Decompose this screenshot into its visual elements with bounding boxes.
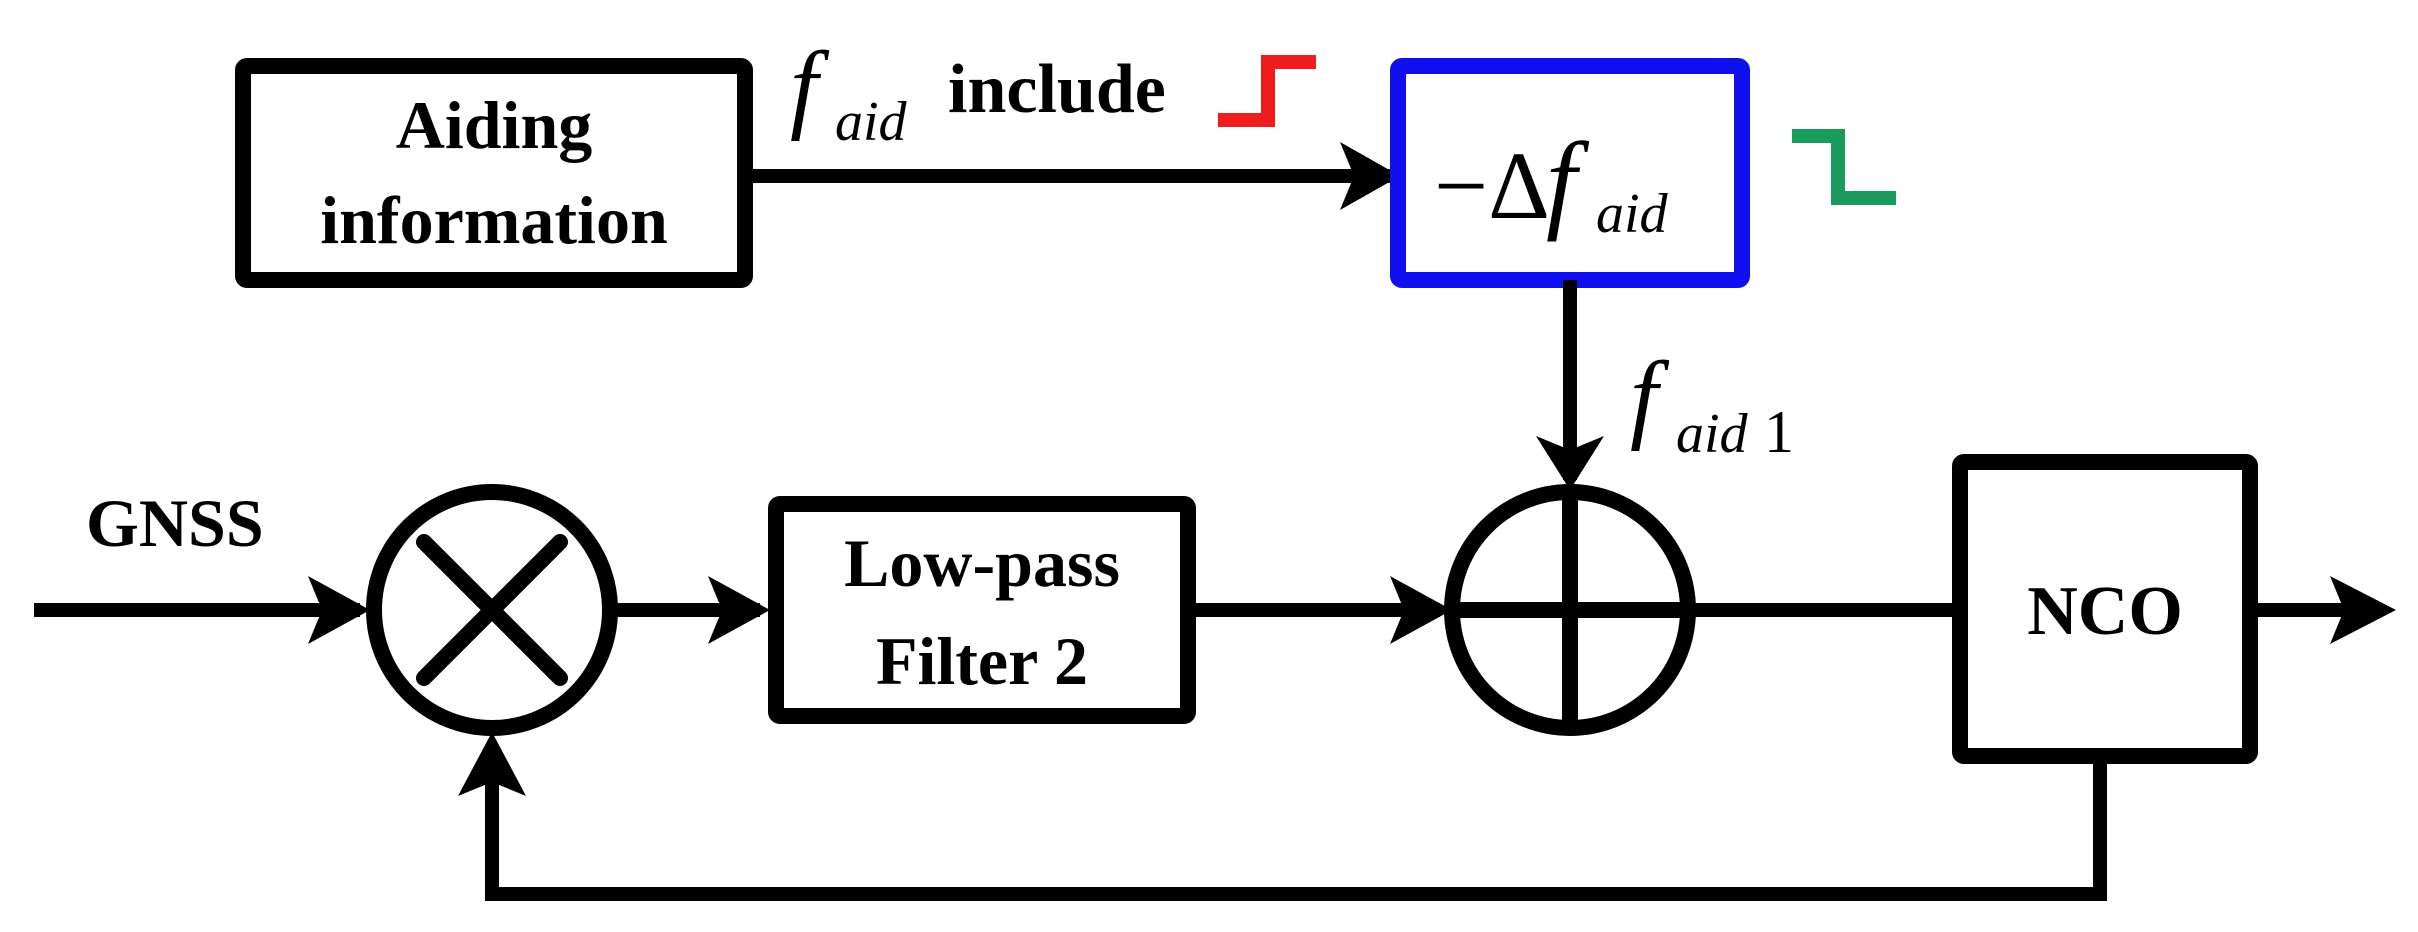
f-aid1-label: f xyxy=(1630,341,1670,452)
step-down-icon xyxy=(1792,129,1896,205)
feedback-loop-line xyxy=(485,756,2107,901)
multiplier-to-filter-arrowhead xyxy=(708,576,770,644)
nco-output-arrowhead xyxy=(2330,576,2396,644)
aiding-block-label-line2: information xyxy=(320,182,668,258)
feedback-loop-arrowhead xyxy=(458,732,526,796)
lowpass-label-line2: Filter 2 xyxy=(876,623,1088,699)
filter-to-adder-arrowhead xyxy=(1390,576,1452,644)
f-aid1-subscript: aid xyxy=(1676,403,1749,465)
gnss-input-arrowhead xyxy=(308,576,370,644)
lowpass-label-line1: Low-pass xyxy=(844,525,1120,601)
gnss-label: GNSS xyxy=(86,485,264,561)
correction-to-adder-arrowhead xyxy=(1536,436,1604,490)
multiplier-cross-b xyxy=(416,534,568,686)
nco-label: NCO xyxy=(2027,573,2183,650)
f-aid-subscript: aid xyxy=(835,91,908,153)
f-aid-label: f xyxy=(790,31,830,142)
minus-delta-label: −Δ xyxy=(1434,132,1550,239)
f-aid1-index: 1 xyxy=(1764,399,1794,465)
include-label: include xyxy=(948,51,1166,128)
correction-f-subscript: aid xyxy=(1596,183,1669,245)
aiding-block-label-line1: Aiding xyxy=(396,87,593,163)
step-up-icon xyxy=(1218,55,1316,127)
aiding-to-correction-arrowhead xyxy=(1340,142,1400,210)
